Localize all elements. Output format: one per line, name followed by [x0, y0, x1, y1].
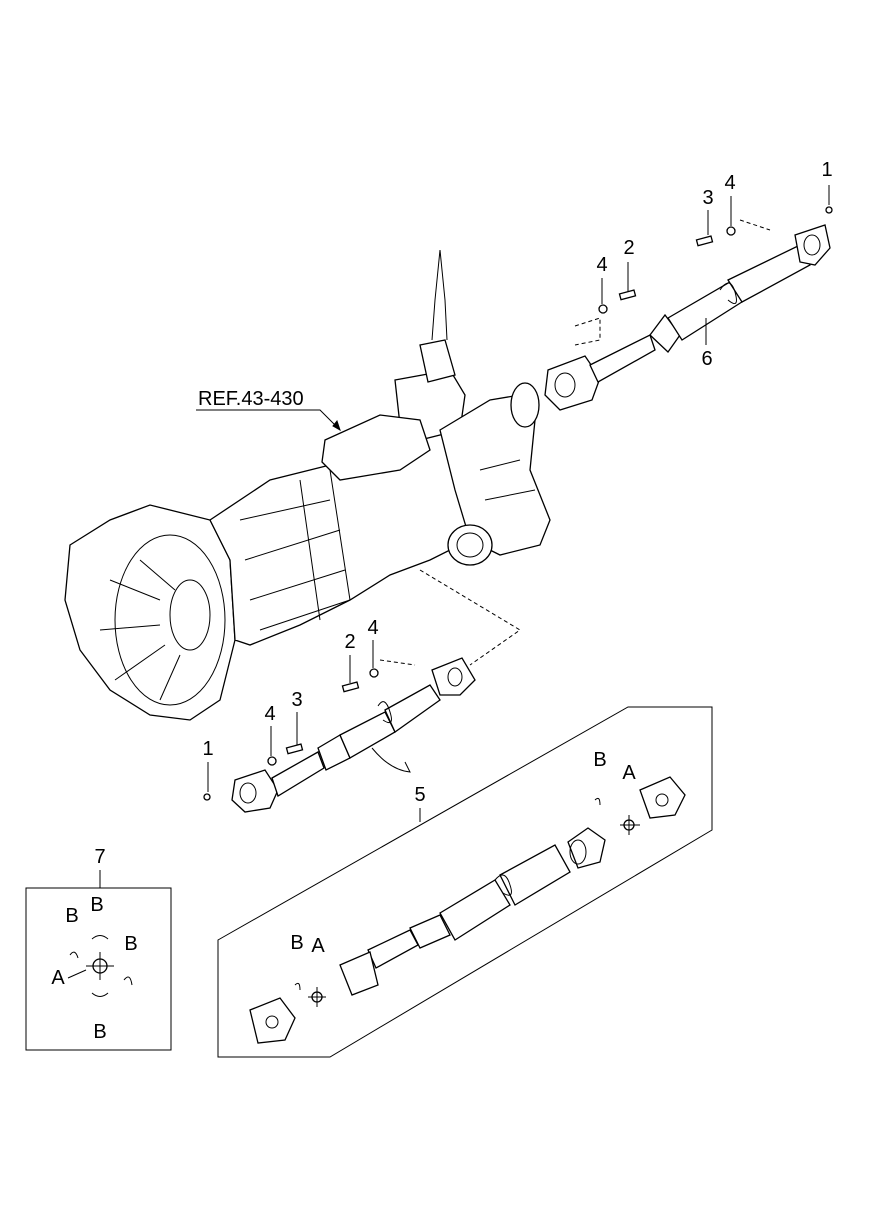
reference-label: REF.43-430 — [198, 388, 304, 410]
callout-lower-4b: 4 — [264, 703, 276, 725]
ref-leader — [196, 409, 341, 431]
callout-assembly-a-lower: A — [311, 935, 325, 957]
kit-7-parts — [67, 935, 133, 997]
upper-fasteners — [574, 185, 833, 346]
assembly-5-frame — [217, 706, 713, 1058]
callout-upper-4b: 4 — [596, 254, 608, 276]
callout-upper-1: 1 — [821, 159, 833, 181]
callout-kit-7: 7 — [94, 846, 106, 868]
callout-lower-3: 3 — [291, 689, 303, 711]
callout-lower-2: 2 — [344, 631, 356, 653]
callout-assembly-b-lower: B — [290, 932, 304, 954]
callout-lower-5: 5 — [414, 784, 426, 806]
callout-kit-b-bottom: B — [93, 1021, 107, 1043]
callout-upper-2: 2 — [623, 237, 635, 259]
kit-7-frame — [25, 887, 172, 1051]
callout-kit-b-left: B — [65, 905, 79, 927]
upper-propeller-shaft — [544, 224, 831, 411]
callout-lower-1: 1 — [202, 738, 214, 760]
callout-upper-6: 6 — [701, 348, 713, 370]
callout-kit-b-top: B — [90, 894, 104, 916]
callout-upper-3: 3 — [702, 187, 714, 209]
direction-arrow — [371, 747, 411, 773]
callout-assembly-b-upper: B — [593, 749, 607, 771]
transmission-assembly — [64, 249, 551, 721]
callout-kit-a: A — [51, 967, 65, 989]
callout-kit-b-right: B — [124, 933, 138, 955]
lower-fasteners — [203, 569, 521, 801]
callout-lower-4: 4 — [367, 617, 379, 639]
callout-assembly-a-upper: A — [622, 762, 636, 784]
assembly-5-parts — [249, 776, 686, 1044]
lower-propeller-shaft — [231, 657, 476, 813]
callout-upper-4: 4 — [724, 172, 736, 194]
